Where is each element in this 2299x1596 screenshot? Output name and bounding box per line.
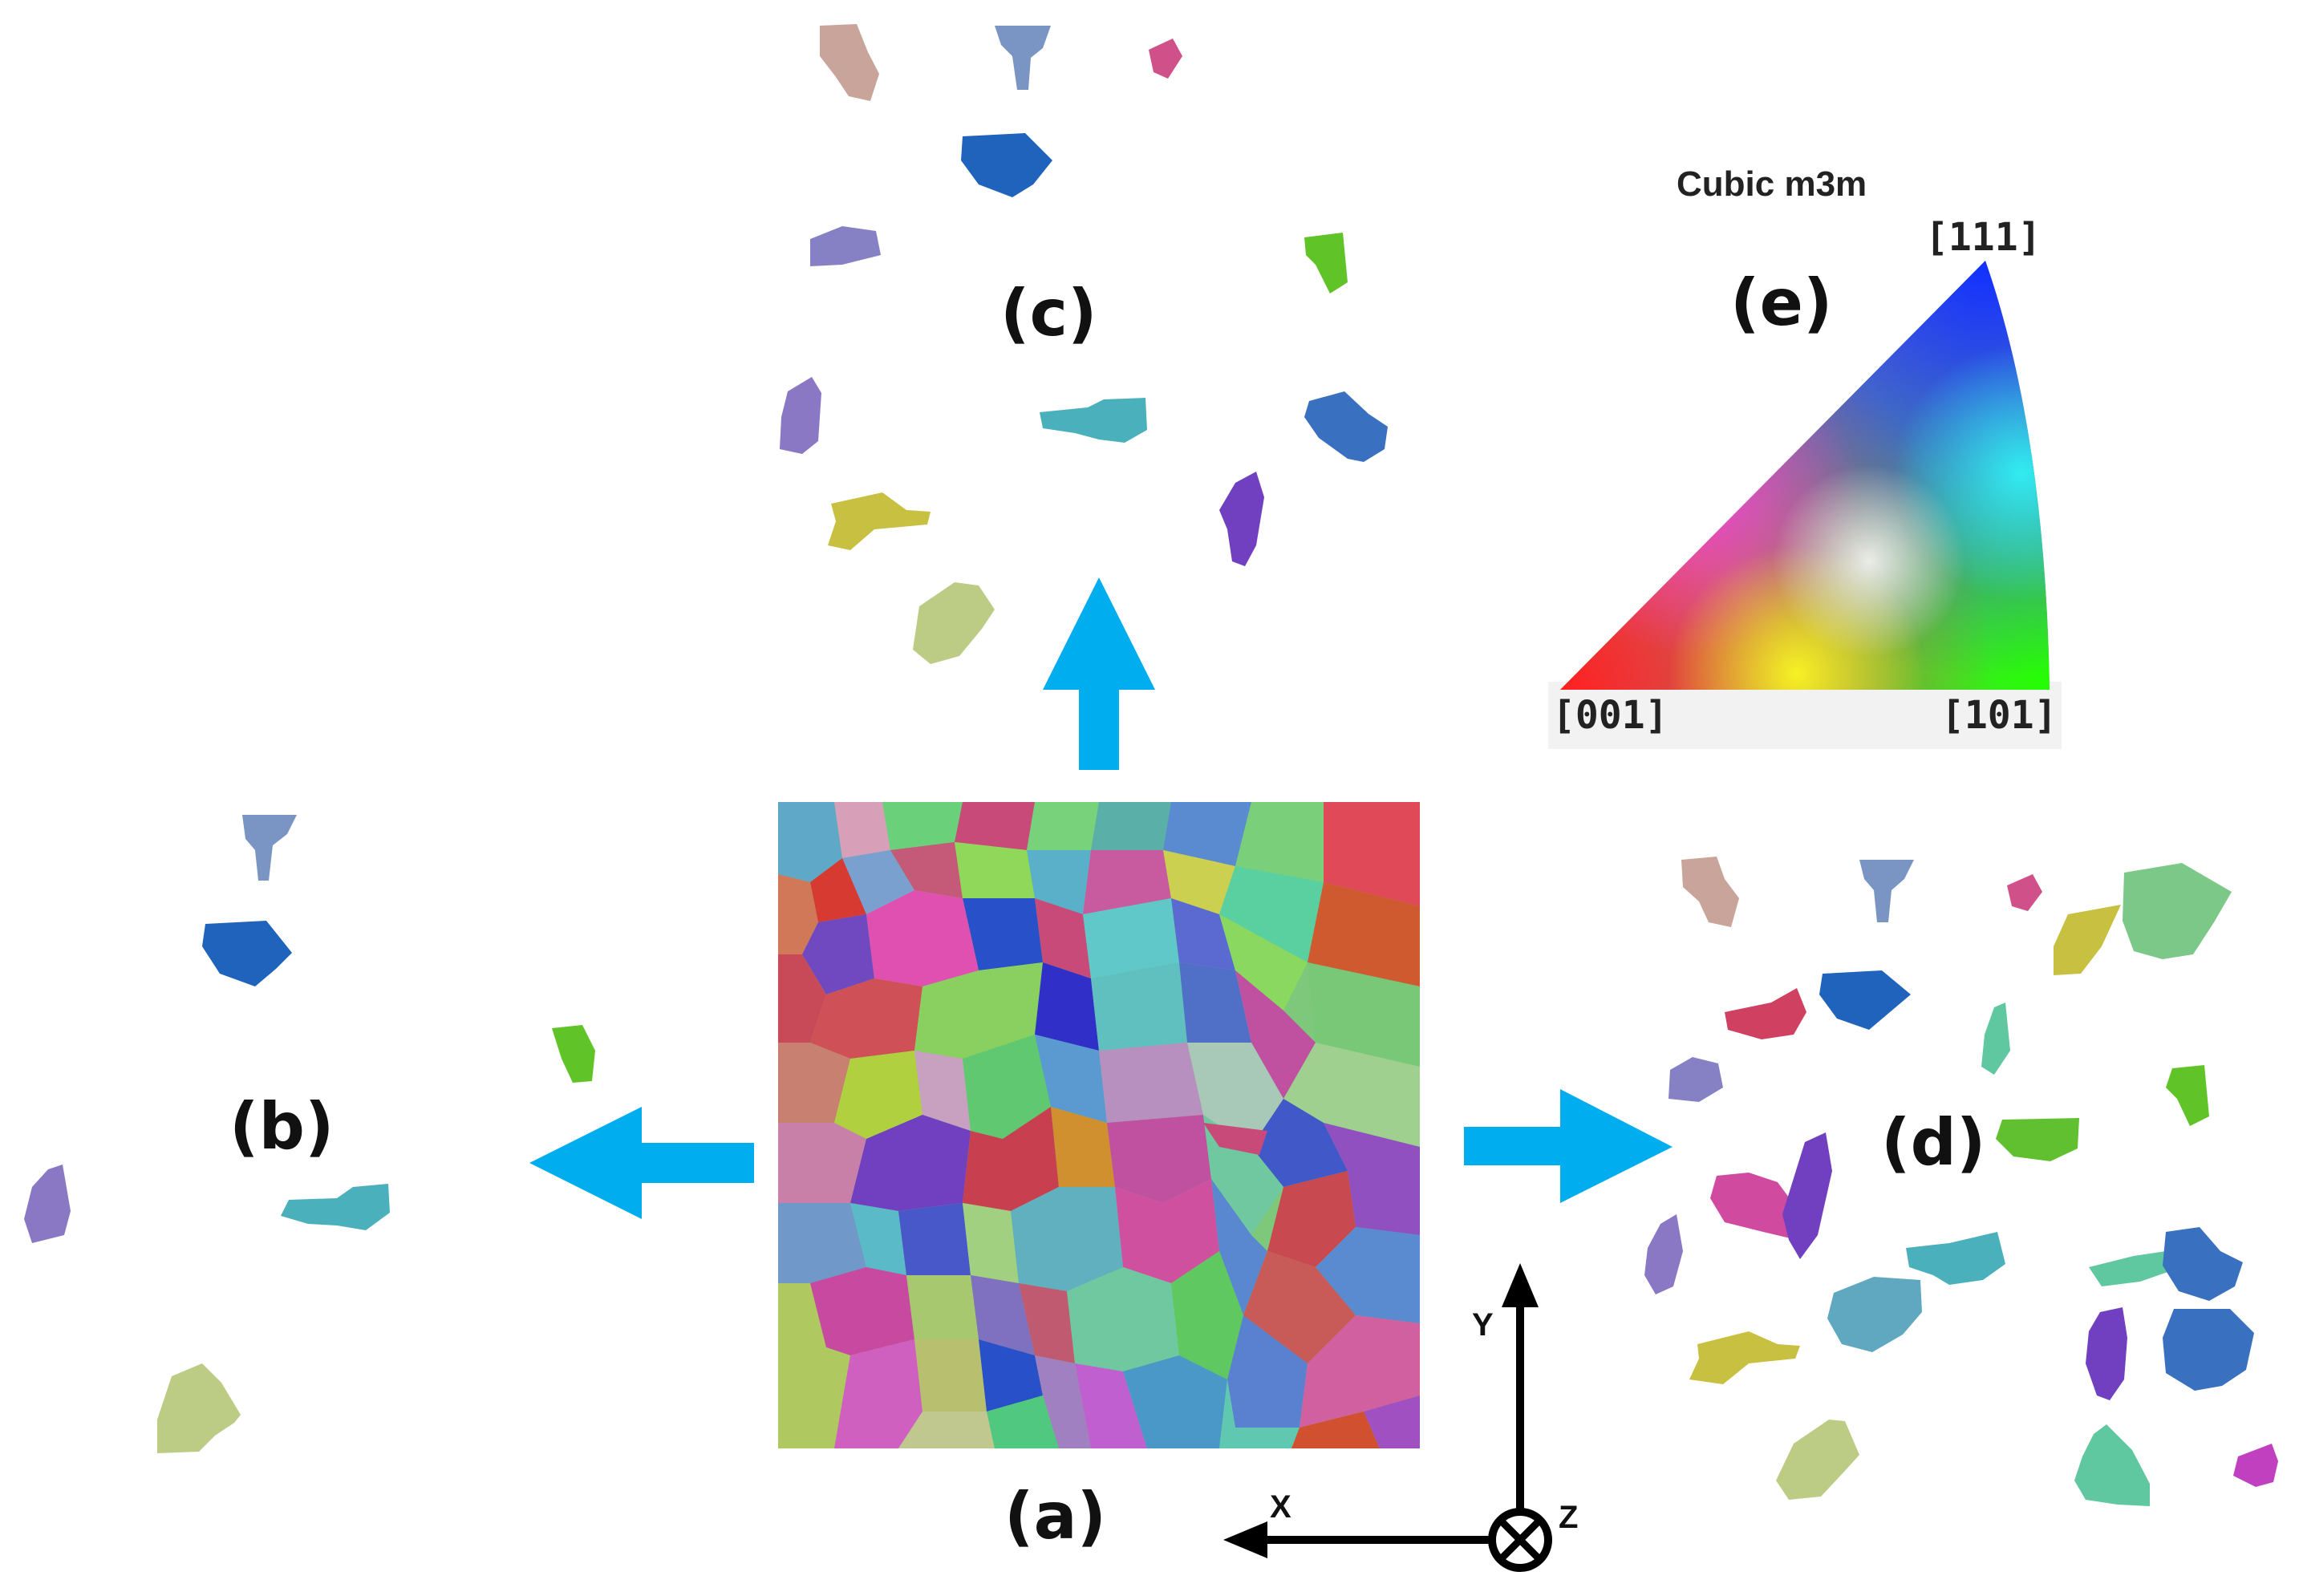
- grain-set-d: [1644, 857, 2278, 1506]
- corner-label-111: [111]: [1925, 215, 2042, 260]
- arrow-up: [1043, 577, 1155, 770]
- grain-set-b: [24, 815, 595, 1453]
- grain-map-a: [778, 802, 1420, 1448]
- corner-label-001: [001]: [1552, 693, 1668, 738]
- panel-label-c: (c): [1000, 276, 1097, 350]
- axis-label-y: Y: [1472, 1307, 1494, 1343]
- panel-label-e: (e): [1730, 265, 1832, 340]
- panel-label-b: (b): [229, 1089, 334, 1164]
- panel-label-a: (a): [1004, 1479, 1106, 1553]
- axis-label-x: X: [1270, 1489, 1291, 1525]
- panel-label-d: (d): [1881, 1105, 1985, 1180]
- color-key-title: Cubic m3m: [1677, 164, 1867, 204]
- arrow-left: [529, 1107, 754, 1219]
- z-axis-into-page-icon: [1488, 1508, 1552, 1572]
- arrow-right: [1464, 1089, 1673, 1203]
- coordinate-axes: Y X Z: [1223, 1263, 1578, 1572]
- ipf-color-key: Cubic m3m [111] [001] [101]: [1548, 164, 2062, 749]
- axis-label-z: Z: [1559, 1500, 1578, 1535]
- grain-set-c: [780, 24, 1388, 664]
- corner-label-101: [101]: [1941, 693, 2058, 738]
